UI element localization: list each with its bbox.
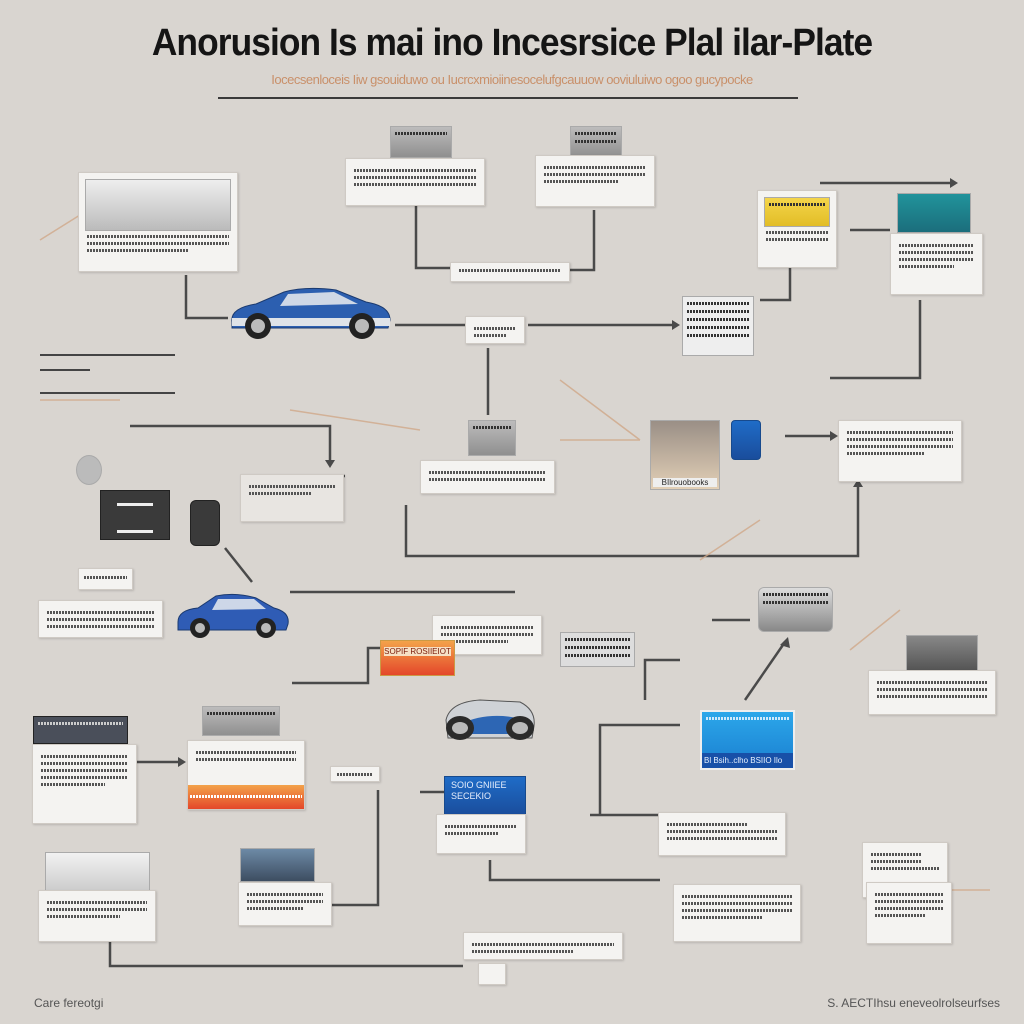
connector xyxy=(643,658,680,700)
info-card xyxy=(463,932,623,960)
blue-sign: SOIO GNIIEE SECEKIO xyxy=(444,776,526,816)
connector xyxy=(292,646,380,685)
info-card xyxy=(450,262,570,282)
red-banner xyxy=(188,785,304,809)
card-image xyxy=(240,848,315,882)
connector xyxy=(488,860,660,882)
car-icon xyxy=(445,699,535,740)
info-card xyxy=(866,882,952,944)
connector xyxy=(830,300,922,380)
info-card xyxy=(38,600,163,638)
connector xyxy=(332,790,380,907)
card-image xyxy=(85,179,231,231)
connector xyxy=(184,275,228,320)
card-image xyxy=(202,706,280,736)
info-card xyxy=(32,744,137,824)
connector xyxy=(224,547,253,583)
info-card xyxy=(465,316,525,344)
faint-connector xyxy=(39,214,81,241)
info-card xyxy=(238,882,332,926)
orange-card-label: SOPIF ROSIIEIOT xyxy=(384,647,451,656)
info-card xyxy=(868,670,996,715)
card-image xyxy=(390,126,452,158)
blue-card-label: Bl Bsih..clho BSIIO Ilo xyxy=(702,753,793,768)
connector xyxy=(108,942,463,968)
monitor-icon xyxy=(906,635,978,671)
page-subtitle: Iocecsenloceis Iiw gsouiduwo ou Iucrcxmi… xyxy=(271,72,753,87)
arrow-head xyxy=(950,178,958,188)
card-image xyxy=(764,197,830,227)
key-fob-icon xyxy=(190,500,220,546)
arrow-head xyxy=(780,637,790,648)
blue-card: Bl Bsih..clho BSIIO Ilo xyxy=(700,710,795,770)
info-card xyxy=(436,814,526,854)
info-card xyxy=(78,172,238,272)
info-card xyxy=(673,884,801,942)
connector xyxy=(760,262,792,302)
footer-right: S. AECTIhsu eneveolrolseurfses xyxy=(827,996,1000,1010)
info-card xyxy=(187,740,305,810)
page-title: Anorusion Is mai ino Incesrsice Plal ila… xyxy=(151,22,873,64)
store-sign: BIlrouobooks xyxy=(653,478,717,487)
title-divider xyxy=(218,97,798,99)
arrow-head xyxy=(853,479,863,487)
info-card xyxy=(478,963,506,985)
info-card xyxy=(78,568,133,590)
info-card xyxy=(658,812,786,856)
arrow-head xyxy=(325,460,335,468)
faint-connector xyxy=(849,609,901,651)
connector xyxy=(414,205,450,270)
info-card xyxy=(890,233,983,295)
car-icon xyxy=(177,593,289,638)
footer-left: Care fereotgi xyxy=(34,996,104,1010)
info-card xyxy=(838,420,962,482)
info-card xyxy=(420,460,555,494)
card-image xyxy=(45,852,150,892)
card-image xyxy=(897,193,971,233)
document-icon xyxy=(682,296,754,356)
card-image xyxy=(468,420,516,456)
info-card xyxy=(535,155,655,207)
card-image xyxy=(570,126,622,158)
connector xyxy=(598,723,680,815)
faint-connector xyxy=(559,379,641,441)
info-card xyxy=(345,158,485,206)
arrow-head xyxy=(830,431,838,441)
faint-connector xyxy=(699,519,761,561)
info-card xyxy=(757,190,837,268)
store-icon: BIlrouobooks xyxy=(650,420,720,490)
info-card xyxy=(240,474,344,522)
connector xyxy=(404,485,860,558)
info-card xyxy=(330,766,380,782)
car-icon xyxy=(231,287,391,339)
blue-sign-label: SOIO GNIIEE SECEKIO xyxy=(451,780,507,801)
connector xyxy=(570,210,596,272)
phone-icon xyxy=(731,420,761,460)
card-image xyxy=(560,632,635,667)
mirror-icon xyxy=(76,455,102,485)
scanner-icon xyxy=(758,587,833,632)
connector xyxy=(130,424,332,462)
arrow-head xyxy=(178,757,186,767)
orange-card: SOPIF ROSIIEIOT xyxy=(380,640,455,676)
faint-connector xyxy=(289,409,421,431)
connector xyxy=(743,641,787,701)
card-image xyxy=(33,716,128,744)
info-card xyxy=(38,890,156,942)
arrow-head xyxy=(672,320,680,330)
device-icon xyxy=(100,490,170,540)
